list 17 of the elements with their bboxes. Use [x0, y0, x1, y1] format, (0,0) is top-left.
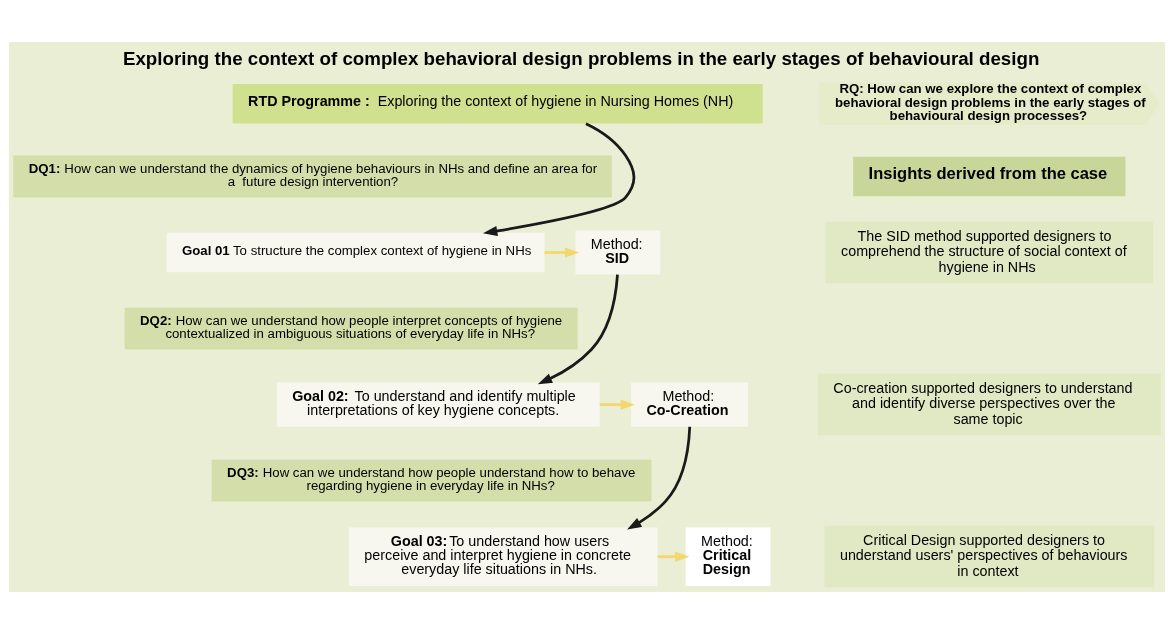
node-box: RTD Programme : Exploring the context of hygiene in Nursing Homes (NH) — [232, 83, 763, 124]
node-box: Insights derived from the case — [853, 156, 1126, 197]
node-box: DQ3: How can we understand how people understand how to behave regarding hygiene in everyday life in NHs? — [211, 459, 652, 502]
node-box: DQ1: How can we understand the dynamics of hygiene behaviours in NHs and define an area for a future design intervention? — [13, 155, 612, 198]
node-box: Goal 03:To understand how users perceive and interpret hygiene in concrete everyday life situations in NHs. — [348, 527, 658, 586]
node-box: Method: Co-Creation — [631, 382, 748, 427]
node-box: Method: Critical Design — [685, 527, 771, 586]
node-box: Method: SID — [575, 230, 661, 275]
node-box: Goal 02: To understand and identify multiple interpretations of key hygiene concepts. — [276, 382, 600, 427]
arrow — [537, 274, 619, 385]
arrow — [627, 426, 692, 530]
arrow — [657, 551, 690, 562]
arrow — [544, 247, 580, 258]
diagram-title: Exploring the context of complex behavioral design problems in the early stages of behavioural design — [122, 47, 1040, 69]
node-box: Goal 01 To structure the complex context of hygiene in NHs — [166, 232, 545, 273]
node-box: DQ2: How can we understand how people interpret concepts of hygiene contextualized in ambiguous situations of everyday life in NHs? — [124, 307, 578, 350]
arrow — [599, 399, 636, 410]
